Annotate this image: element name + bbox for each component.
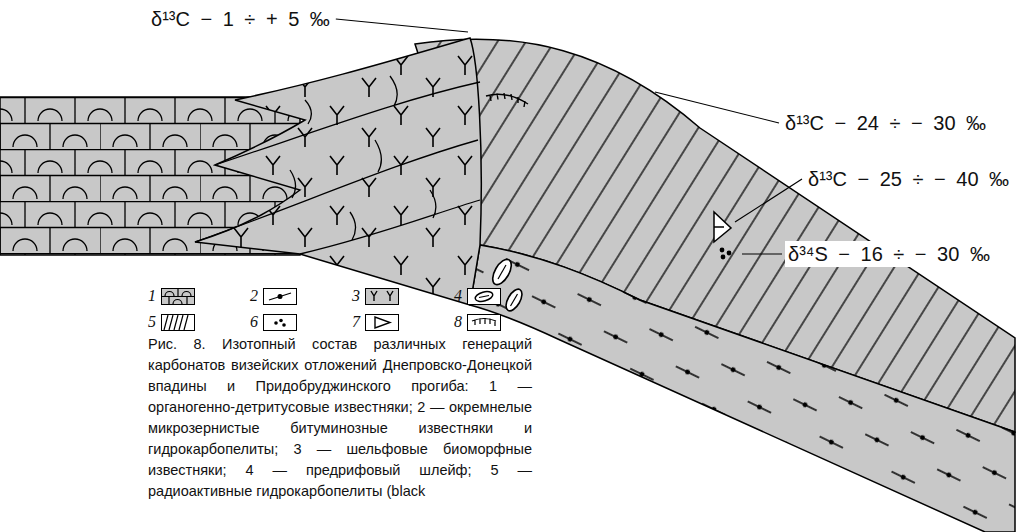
legend-entry: 4 — [454, 287, 501, 305]
legend-number: 8 — [454, 313, 463, 331]
swatch-sample — [161, 288, 195, 304]
reef-body — [195, 38, 481, 305]
leader-line — [742, 253, 782, 254]
leader-line — [735, 179, 802, 222]
legend-entry: 1 — [148, 287, 195, 305]
siliceous-limestone-band — [470, 245, 1015, 532]
legend-number: 2 — [250, 287, 259, 305]
drawing-part — [472, 318, 496, 326]
drawing-part — [274, 321, 278, 325]
reef-lens-lines — [195, 76, 480, 254]
isotope-label: δ³⁴S − 16 ÷ − 30 ‰ — [785, 241, 993, 267]
triangle-symbol — [714, 212, 731, 242]
isotope-label: δ¹³C − 25 ÷ − 40 ‰ — [805, 166, 1012, 192]
legend-swatch — [161, 288, 195, 305]
legend-entry: 2 — [250, 287, 297, 305]
legend-swatch — [365, 288, 399, 305]
legend-number: 4 — [454, 287, 463, 305]
swatch-frame — [366, 288, 399, 304]
legend-swatch — [467, 314, 501, 331]
swatch-frame — [468, 314, 501, 330]
drawing-part — [278, 294, 282, 298]
legend-swatch — [467, 288, 501, 305]
drawing-part — [721, 255, 726, 260]
leader-line — [336, 19, 468, 32]
drawing-part — [474, 289, 494, 302]
swatch-sample — [474, 289, 494, 302]
legend-entry: 5 — [148, 313, 195, 331]
reef-talus-symbol — [503, 287, 525, 314]
legend-swatch — [263, 314, 297, 331]
legend-swatch — [365, 314, 399, 331]
legend-swatch — [161, 314, 195, 331]
drawing-part — [375, 317, 390, 328]
drawing-part — [164, 315, 188, 330]
legend-entry: 6 — [250, 313, 297, 331]
swatch-sample — [371, 291, 393, 301]
legend-number: 5 — [148, 313, 157, 331]
drawing-part — [727, 251, 732, 256]
isotope-label: δ¹³C − 24 ÷ − 30 ‰ — [782, 110, 989, 136]
swatch-sample — [375, 317, 390, 328]
drawing-part — [489, 256, 515, 287]
swatch-sample — [274, 318, 286, 326]
drawing-part — [511, 294, 518, 306]
drawing-part — [371, 291, 393, 301]
leader-line — [655, 92, 779, 123]
drawing-part — [161, 288, 195, 304]
reef-talus-symbol — [489, 256, 515, 287]
legend-entry: 8 — [454, 313, 501, 331]
swatch-sample — [164, 315, 188, 330]
swatch-frame — [468, 288, 501, 304]
isotope-label: δ¹³C − 1 ÷ + 5 ‰ — [148, 6, 333, 32]
swatch-frame — [366, 314, 399, 330]
legend-number: 1 — [148, 287, 157, 305]
drawing-part — [479, 295, 489, 297]
drawing-part — [282, 323, 286, 327]
figure-caption: Рис. 8. Изотопный состав различных генер… — [148, 334, 532, 502]
drawing-part — [503, 287, 525, 314]
swatch-frame — [162, 288, 195, 304]
legend-swatch — [263, 288, 297, 305]
legend-entry: 7 — [352, 313, 399, 331]
swatch-sample — [269, 293, 291, 300]
drawing-part — [720, 248, 725, 253]
drawing-part — [279, 318, 283, 322]
drawing-part — [498, 265, 506, 279]
legend-number: 7 — [352, 313, 361, 331]
legend-number: 6 — [250, 313, 259, 331]
swatch-frame — [264, 288, 297, 304]
legend-entry: 3 — [352, 287, 399, 305]
swatch-frame — [264, 314, 297, 330]
legend-number: 3 — [352, 287, 361, 305]
arc-symbol — [486, 93, 528, 107]
dots-symbol — [720, 248, 732, 260]
drawing-part — [269, 293, 291, 300]
swatch-sample — [472, 318, 496, 326]
swatch-frame — [162, 314, 195, 330]
